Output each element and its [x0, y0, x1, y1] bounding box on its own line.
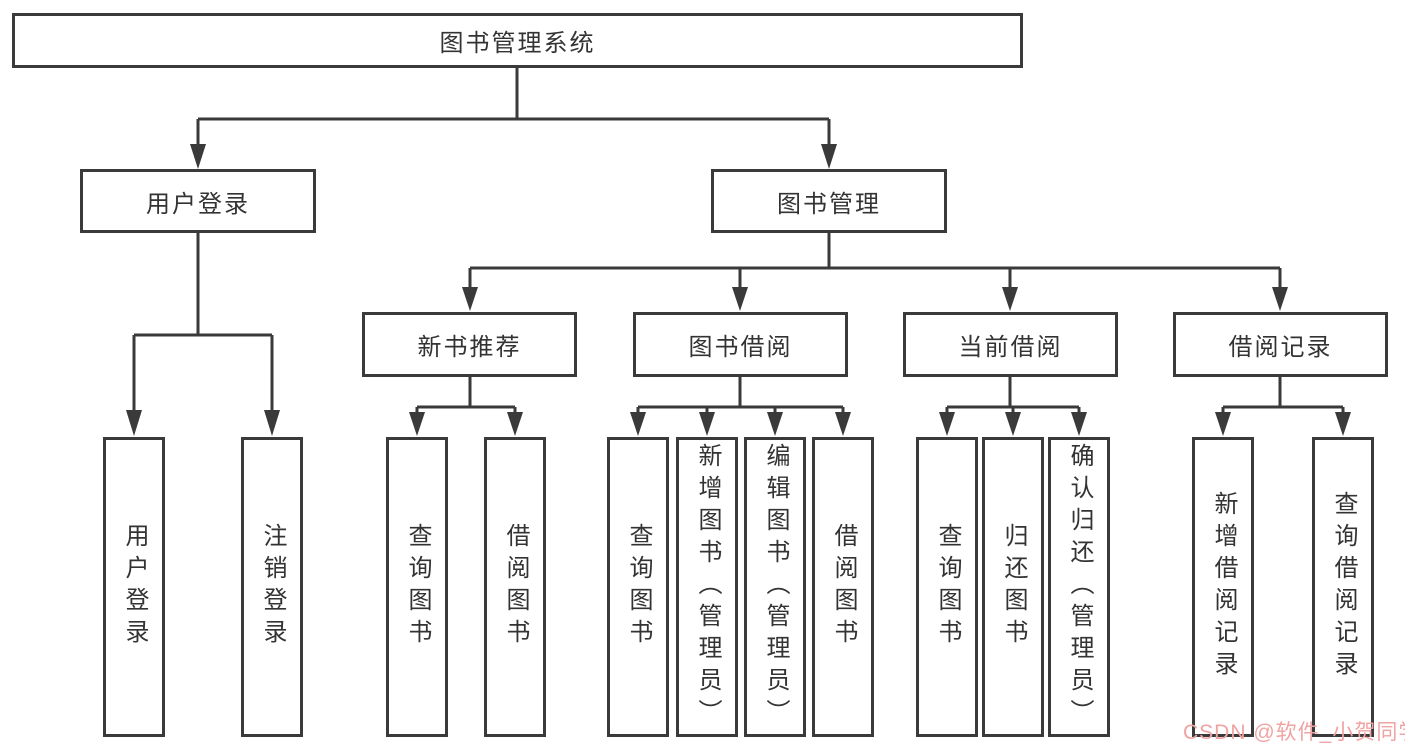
- node-borrowing-records: 借阅记录: [1173, 312, 1388, 377]
- node-book-borrowing: 图书借阅: [633, 312, 848, 377]
- node-label: 借阅记录: [1228, 334, 1333, 361]
- leaf-label: 新增图书（管理员）: [694, 443, 721, 731]
- leaf-label: 用户登录: [121, 523, 148, 651]
- node-library-management-system: 图书管理系统: [12, 13, 1023, 68]
- leaf-label: 借阅图书: [502, 523, 529, 651]
- node-new-book-recommendation: 新书推荐: [362, 312, 577, 377]
- node-label: 新书推荐: [417, 334, 522, 361]
- connector-new-book-children: [409, 377, 523, 436]
- leaf-edit-books-admin: 编辑图书（管理员）: [744, 437, 806, 737]
- leaf-label: 借阅图书: [830, 523, 857, 651]
- leaf-borrow-books-recommend: 借阅图书: [484, 437, 546, 737]
- leaf-query-books-current: 查询图书: [916, 437, 978, 737]
- leaf-query-borrow-record: 查询借阅记录: [1312, 437, 1374, 737]
- leaf-user-login: 用户登录: [103, 437, 165, 737]
- connector-user-login-children: [126, 233, 280, 436]
- connector-current-borrow-children: [939, 377, 1087, 436]
- node-label: 图书管理系统: [439, 30, 596, 57]
- connector-borrow-records-children: [1215, 377, 1351, 436]
- leaf-label: 查询图书: [625, 523, 652, 651]
- node-label: 图书管理: [777, 190, 881, 218]
- leaf-return-books: 归还图书: [982, 437, 1044, 737]
- leaf-label: 归还图书: [1000, 523, 1027, 651]
- leaf-label: 查询图书: [934, 523, 961, 651]
- node-user-login: 用户登录: [80, 169, 316, 233]
- leaf-label: 注销登录: [259, 523, 286, 651]
- csdn-watermark: CSDN @软件_小贺同学: [1183, 721, 1405, 744]
- leaf-confirm-return-admin: 确认归还（管理员）: [1048, 437, 1110, 737]
- connector-root-to-level2: [190, 68, 837, 169]
- leaf-label: 确认归还（管理员）: [1066, 443, 1093, 731]
- leaf-borrow-books: 借阅图书: [812, 437, 874, 737]
- leaf-query-books-borrowing: 查询图书: [607, 437, 669, 737]
- leaf-add-borrow-record: 新增借阅记录: [1192, 437, 1254, 737]
- connector-book-mgmt-children: [462, 233, 1288, 311]
- connector-book-borrow-children: [630, 377, 851, 436]
- leaf-label: 查询借阅记录: [1330, 491, 1357, 683]
- leaf-query-books-recommend: 查询图书: [386, 437, 448, 737]
- node-label: 用户登录: [146, 190, 250, 218]
- leaf-label: 查询图书: [404, 523, 431, 651]
- node-current-borrowing: 当前借阅: [903, 312, 1118, 377]
- node-label: 图书借阅: [688, 334, 793, 361]
- leaf-label: 新增借阅记录: [1210, 491, 1237, 683]
- leaf-logout: 注销登录: [241, 437, 303, 737]
- leaf-add-books-admin: 新增图书（管理员）: [676, 437, 738, 737]
- node-book-management: 图书管理: [711, 169, 947, 233]
- leaf-label: 编辑图书（管理员）: [762, 443, 789, 731]
- node-label: 当前借阅: [958, 334, 1063, 361]
